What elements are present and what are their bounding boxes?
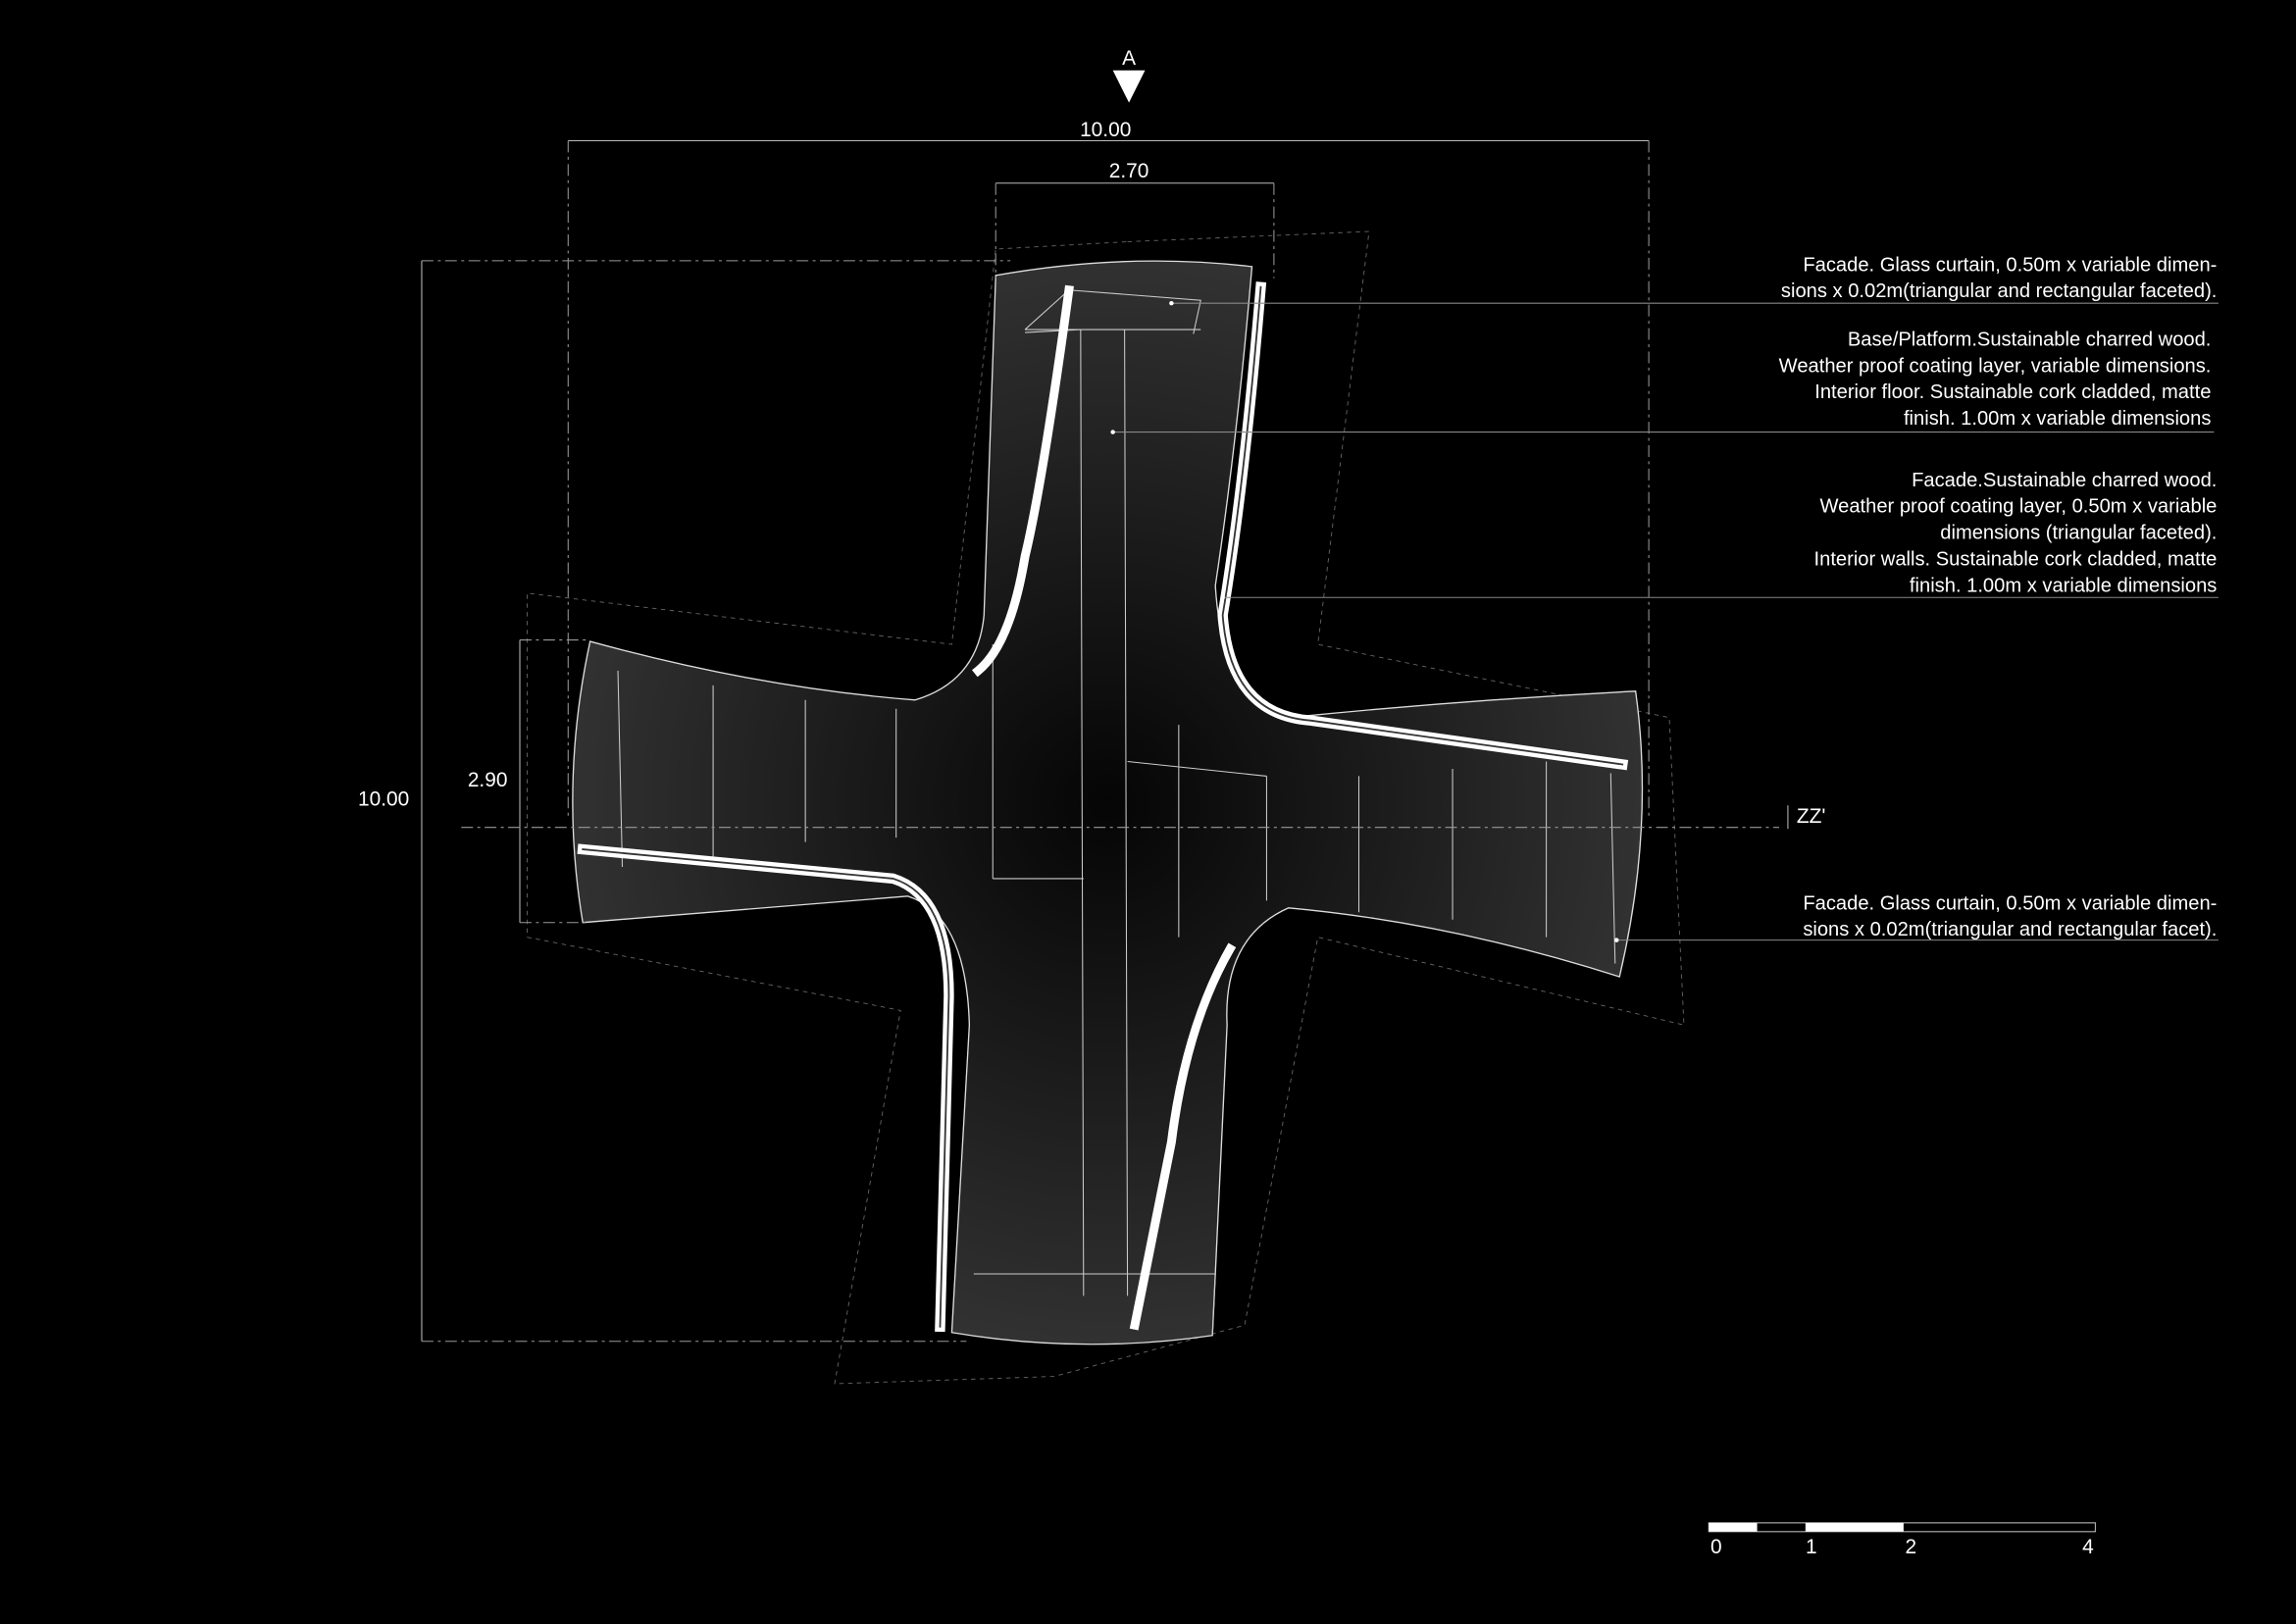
section-arrow-icon [1112,70,1146,103]
scale-tick-1: 1 [1806,1536,1817,1558]
svg-text:finish. 1.00m x variable dimen: finish. 1.00m x variable dimensions [1910,575,2217,596]
scale-tick-0: 0 [1710,1536,1722,1558]
section-marker: A [1112,47,1146,103]
dim-overall-width: 10.00 [1080,119,1131,141]
dimension-lines [421,139,1789,1343]
interior-grid [617,289,1616,1336]
svg-text:sions x 0.02m(triangular and r: sions x 0.02m(triangular and rectangular… [1803,919,2217,940]
scale-tick-4: 4 [2082,1536,2094,1558]
svg-text:dimensions (triangular faceted: dimensions (triangular faceted). [1940,523,2217,544]
annotation-4: Facade. Glass curtain, 0.50m x variable … [1803,892,2217,940]
section-axis-label: ZZ' [1797,805,1826,828]
svg-text:Interior floor. Sustainable co: Interior floor. Sustainable cork cladded… [1814,381,2211,403]
svg-text:A: A [1122,47,1136,70]
annotation-1: Facade. Glass curtain, 0.50m x variable … [1781,254,2217,302]
cross-platform [572,260,1644,1345]
svg-text:sions x 0.02m(triangular and r: sions x 0.02m(triangular and rectangular… [1781,280,2217,302]
svg-text:Weather proof coating layer, 0: Weather proof coating layer, 0.50m x var… [1819,496,2217,518]
svg-text:Weather proof coating layer, v: Weather proof coating layer, variable di… [1779,355,2212,377]
scale-tick-2: 2 [1906,1536,1917,1558]
annotation-2: Base/Platform.Sustainable charred wood. … [1779,329,2212,430]
dim-arm-width: 2.70 [1109,160,1149,182]
dim-overall-height: 10.00 [358,787,409,810]
annotation-leaders [1110,300,2219,942]
svg-text:Interior walls. Sustainable co: Interior walls. Sustainable cork cladded… [1814,548,2218,570]
svg-text:Facade. Glass curtain, 0.50m x: Facade. Glass curtain, 0.50m x variable … [1803,254,2217,276]
scale-bar: 0 1 2 4 [1708,1522,2097,1558]
svg-text:Facade.Sustainable charred woo: Facade.Sustainable charred wood. [1912,470,2217,491]
annotation-3: Facade.Sustainable charred wood. Weather… [1814,470,2218,596]
svg-text:Base/Platform.Sustainable char: Base/Platform.Sustainable charred wood. [1848,329,2212,350]
svg-text:finish. 1.00m x variable dimen: finish. 1.00m x variable dimensions [1904,408,2211,430]
dim-side-arm-width: 2.90 [468,769,508,791]
facade-strips [577,281,1629,1333]
svg-text:Facade. Glass curtain, 0.50m x: Facade. Glass curtain, 0.50m x variable … [1803,892,2217,914]
